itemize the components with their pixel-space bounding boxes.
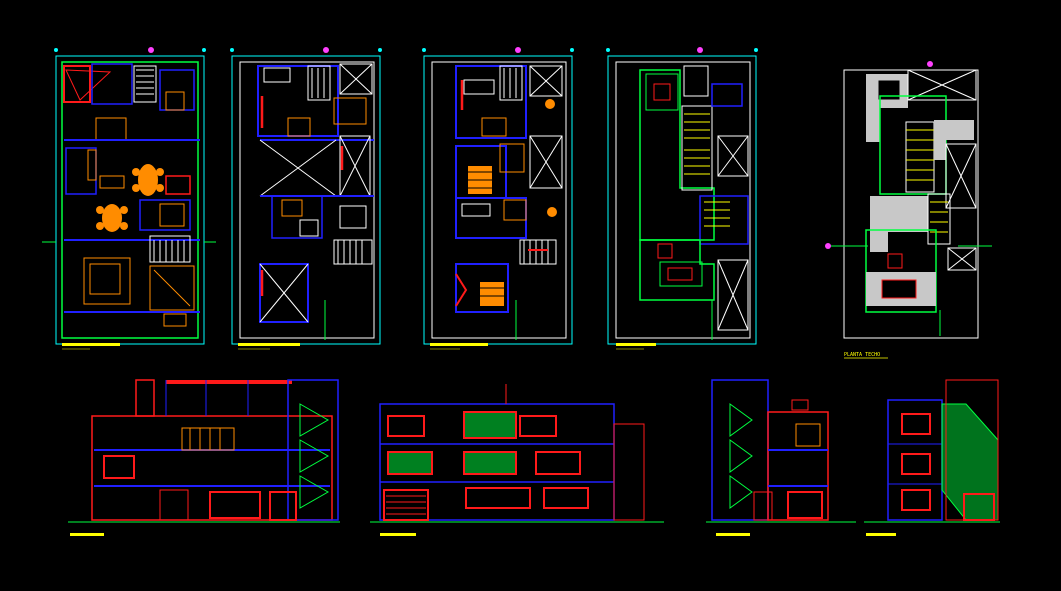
- floor-plan-1: [42, 47, 216, 350]
- floor-plan-2: [231, 47, 381, 350]
- floor-plan-4: [607, 47, 757, 350]
- floor-plan-3: [423, 47, 573, 350]
- grid-markers: [54, 48, 758, 52]
- elevation-front: [370, 384, 664, 536]
- roof-plan-label: PLANTA TECHO: [844, 352, 880, 358]
- elevation-side: [864, 379, 1000, 536]
- roof-plan: PLANTA TECHO: [825, 61, 992, 359]
- elevation-section-2: [706, 379, 856, 536]
- elevation-section-1: [68, 379, 340, 536]
